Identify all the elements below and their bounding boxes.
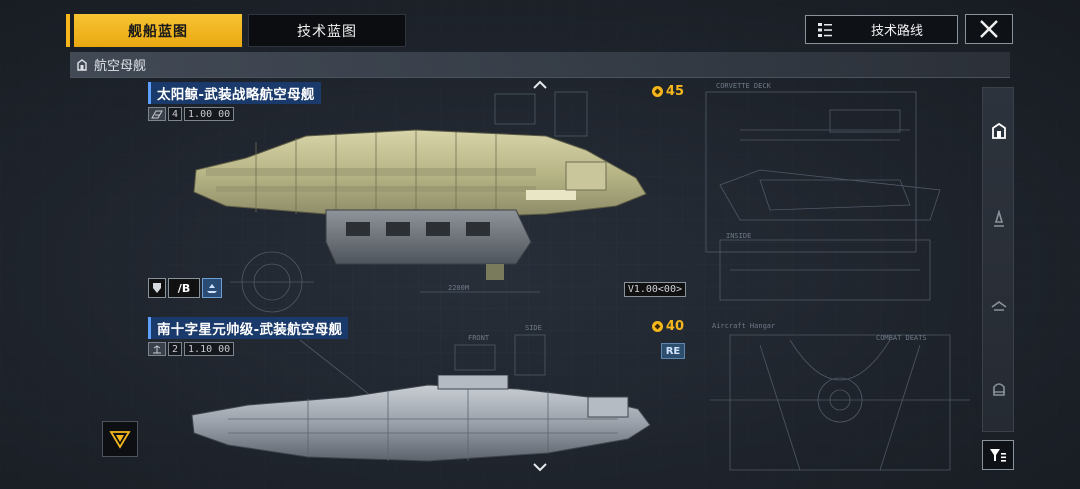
ship-name: 南十字星元帅级-武装航空母舰 [148,317,349,339]
close-button[interactable] [965,14,1013,44]
category-bar: 航空母舰 [70,52,1010,78]
tier-value: 4 [168,107,183,121]
tab-accent-bar [66,14,70,47]
ratio-text: 1.10 [188,343,213,355]
tab-tech-blueprints[interactable]: 技术蓝图 [248,14,406,47]
re-tag: RE [661,343,685,359]
bp-inside-label: INSIDE [726,232,751,240]
bp-combat-label: COMBAT DEATS [876,334,927,342]
resource-icon [651,321,663,332]
ship-model [191,375,651,462]
carrier-icon [77,58,87,71]
shield-icon [148,278,166,298]
battleship-icon[interactable] [990,380,1008,398]
ship-model [193,129,647,280]
ratio-value: 1.10 00 [184,342,235,356]
ship-name: 太阳鲸-武装战略航空母舰 [148,82,321,104]
grade-badge: /B [168,278,200,298]
ship-specs: 4 1.00 00 [148,107,235,121]
category-label: 航空母舰 [94,59,147,74]
tech-route-button[interactable]: 技术路线 [805,15,958,44]
fleet-icon [202,278,222,298]
tab-ship-blueprints[interactable]: 舰船蓝图 [74,14,242,47]
frigate-icon[interactable] [990,210,1008,228]
ratio-text: 1.00 [188,108,213,120]
cruiser-icon[interactable] [990,296,1008,314]
bp-corvette-label: CORVETTE DECK [716,82,772,90]
bp-hangar-label: Aircraft Hangar [712,322,775,330]
filter-icon [990,449,1006,462]
scroll-down-chevron-icon[interactable] [532,462,548,472]
emblem-icon [109,431,131,449]
ship-specs: 2 1.10 00 [148,342,235,356]
top-tabs: 舰船蓝图 技术蓝图 [66,14,406,47]
version-tag: V1.00<00> [623,282,686,297]
resource-icon [651,86,663,97]
ratio-suffix: 00 [218,343,231,355]
ship-class-rail [982,87,1014,432]
ship-badges: /B [148,278,222,298]
close-icon [980,20,998,38]
fleet-emblem-button[interactable] [102,421,138,457]
filter-button[interactable] [982,440,1014,470]
tech-tree-icon [818,22,832,37]
scroll-up-chevron-icon[interactable] [532,80,548,90]
tier-value: 2 [168,342,183,356]
ship-card-2[interactable]: 南十字星元帅级-武装航空母舰 2 1.10 00 40 RE [148,317,690,477]
cost-display: 45 [651,84,684,99]
tech-route-label: 技术路线 [871,24,924,39]
ship-card-1[interactable]: 太阳鲸-武装战略航空母舰 4 1.00 00 45 [148,82,690,300]
ratio-value: 1.00 00 [184,107,235,121]
cost-display: 40 [651,319,684,334]
ratio-suffix: 00 [218,108,231,120]
carrier-icon[interactable] [990,122,1008,140]
tier-icon [148,107,166,121]
tier-icon [148,342,166,356]
cost-value: 40 [665,319,684,334]
cost-value: 45 [665,84,684,99]
